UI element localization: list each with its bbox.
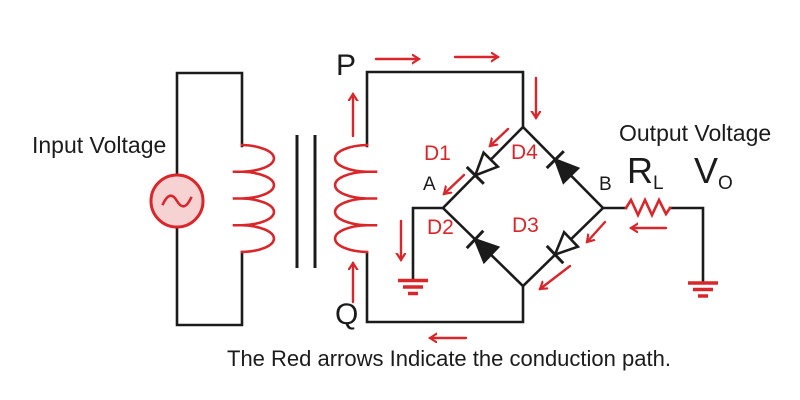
diode-d4-cathode-bar [545,150,565,170]
terminal-q-label: Q [335,298,359,331]
sine-wave-icon [161,194,193,208]
conduction-arrow-to-d1 [490,127,510,146]
diode-d2-label: D2 [427,216,454,239]
load-resistor-symbol [624,196,672,219]
load-resistor-label: RL [627,150,664,194]
output-v-letter: V [694,150,719,191]
diode-d3-label: D3 [512,214,539,237]
diode-d2-triangle [472,237,501,265]
diode-d1-label: D1 [424,142,451,165]
conduction-arrow-d3-to-bottom [540,264,572,289]
terminal-p-label: P [336,49,357,82]
diode-d2 [465,229,501,265]
load-resistor-letter: R [627,150,653,191]
ac-source-symbol [149,173,205,229]
ground-symbol-node-a [398,278,428,296]
caption: The Red arrows Indicate the conduction p… [227,346,671,371]
conduction-arrow-b-to-d3 [587,220,607,242]
node-a-ground-wire [411,206,445,280]
diode-d2-cathode-bar [465,229,485,250]
transformer-core [295,135,317,268]
secondary-top-wire [365,70,525,148]
diode-d3-cathode-bar [545,244,565,265]
load-resistor-subscript: L [653,173,664,194]
secondary-bottom-wire [365,251,525,324]
bridge-diamond-wire [441,125,605,288]
diode-d4-triangle [553,157,581,185]
node-a-label: A [423,174,436,195]
conduction-arrow-d1-to-a [444,173,466,194]
diode-d4-label: D4 [511,141,538,164]
secondary-coil [333,143,378,254]
output-v-subscript: O [718,173,733,194]
output-voltage-label: Output Voltage [619,120,772,146]
output-v-label: VO [694,150,733,194]
diode-d3 [545,229,581,265]
diode-d1 [465,150,501,185]
ground-symbol-output [688,281,718,298]
diode-d4 [545,150,581,185]
diode-d1-cathode-bar [465,165,485,185]
diode-d3-triangle [552,229,581,257]
node-b-label: B [599,174,612,195]
diode-d1-triangle [473,150,501,178]
node-b-load-wire [601,206,705,283]
input-voltage-label: Input Voltage [32,132,167,158]
primary-coil [232,143,276,254]
